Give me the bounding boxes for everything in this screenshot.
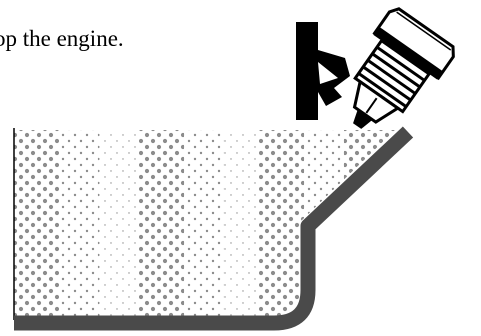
- dotted-fluid-fill: [14, 130, 395, 316]
- instruction-text: op the engine.: [0, 26, 124, 51]
- bottle-nozzle-icon: [352, 79, 401, 129]
- bottle-cap-icon: [372, 7, 455, 81]
- pour-motion-arrow-icon: [296, 22, 350, 120]
- oil-tank-icon: [13, 126, 414, 331]
- oil-bottle-icon: [352, 7, 455, 129]
